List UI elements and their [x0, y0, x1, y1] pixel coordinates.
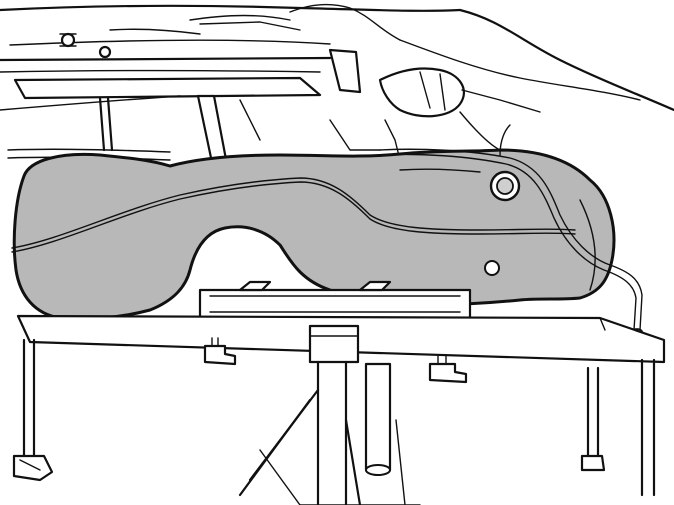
filler-neck-port [489, 170, 521, 202]
fuel-tank [11, 148, 616, 321]
jack-stand [238, 324, 421, 505]
tank-strap [198, 280, 472, 320]
vehicle-underbody [0, 3, 674, 174]
